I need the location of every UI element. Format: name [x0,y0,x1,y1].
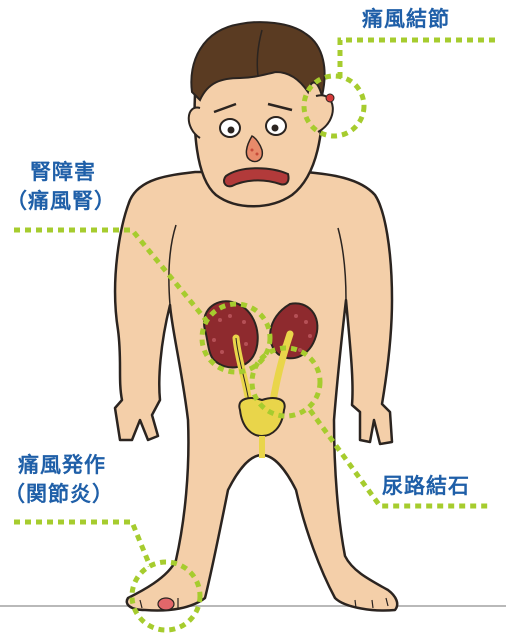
label-tophus: 痛風結節 [362,6,450,32]
callout-line-tophus [340,40,498,78]
callout-line-toe [14,522,150,566]
pupil-right [272,125,279,132]
label-stone: 尿路結石 [382,473,470,499]
ear-left [189,108,200,138]
body-silhouette [115,172,397,611]
nose-dot-2 [256,153,259,156]
label-kidney-line2: （痛風腎） [6,188,116,214]
ear-tophus [326,94,334,102]
person-figure [115,22,397,610]
label-attack-line1: 痛風発作 [18,452,106,478]
label-attack-line2: （関節炎） [4,481,114,507]
pupil-left [228,127,235,134]
label-kidney-line1: 腎障害 [30,159,96,185]
nose-dot [251,149,254,152]
toe-gout-swelling [158,598,174,610]
